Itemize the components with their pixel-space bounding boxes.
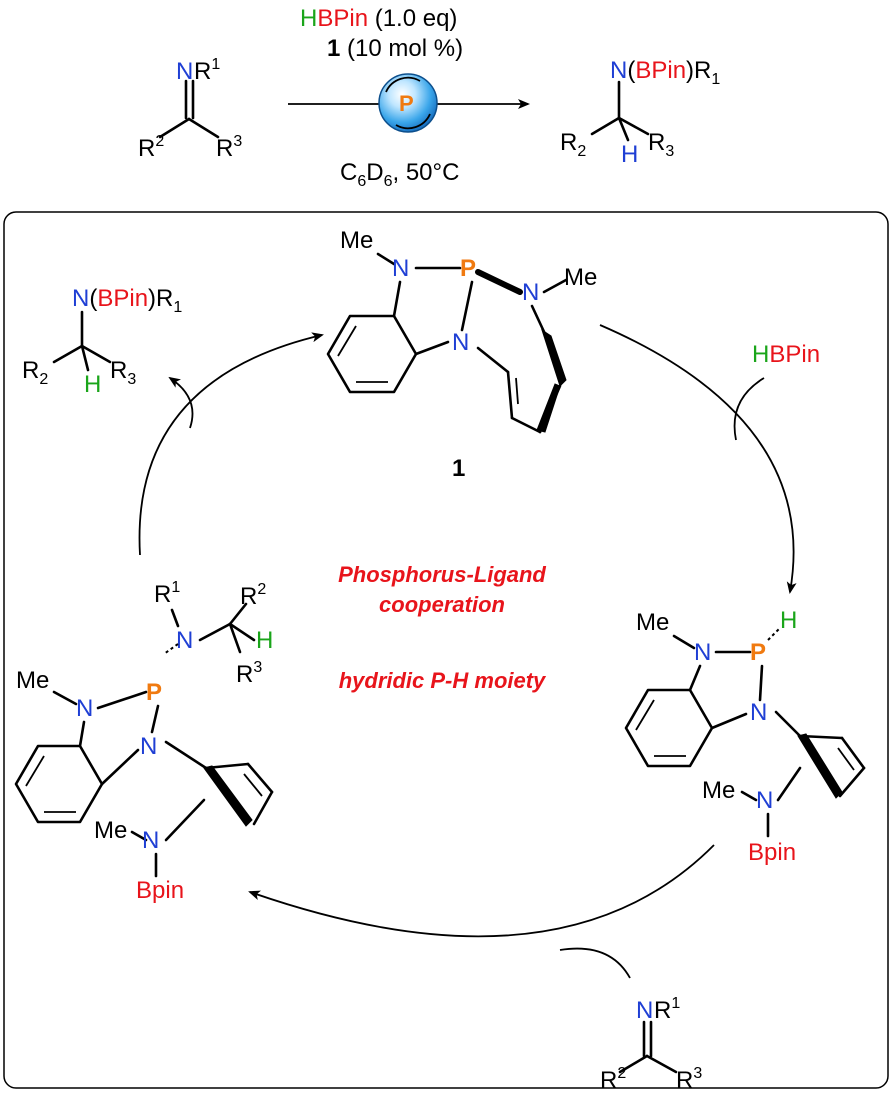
- svg-text:Me: Me: [94, 817, 127, 844]
- svg-text:P: P: [399, 91, 414, 116]
- svg-text:Me: Me: [16, 667, 49, 694]
- center-line-2: cooperation: [379, 592, 505, 617]
- svg-text:R1: R1: [654, 995, 680, 1024]
- svg-text:N(BPin)R1: N(BPin)R1: [72, 285, 182, 316]
- svg-text:N: N: [76, 695, 93, 722]
- top-reaction: HBPin (1.0 eq) 1 (10 mol %) P C6D6, 50°C…: [138, 5, 720, 190]
- svg-text:R1: R1: [154, 579, 180, 608]
- svg-text:N: N: [522, 279, 539, 306]
- svg-text:R2: R2: [22, 357, 48, 388]
- svg-text:R3: R3: [216, 133, 242, 162]
- svg-text:Me: Me: [636, 609, 669, 636]
- svg-text:H: H: [256, 627, 273, 654]
- svg-text:R3: R3: [648, 129, 674, 160]
- svg-text:Me: Me: [340, 227, 373, 254]
- hbpin-entry-arrow: [733, 377, 765, 441]
- reagent-catalyst-loading: 1 (10 mol %): [327, 35, 463, 62]
- svg-text:Bpin: Bpin: [748, 839, 796, 866]
- svg-text:N(BPin)R1: N(BPin)R1: [610, 57, 720, 88]
- svg-text:R2: R2: [600, 1065, 626, 1094]
- cycle-product-amine: N(BPin)R1 R2 H R3: [22, 285, 182, 398]
- svg-text:R2: R2: [560, 129, 586, 160]
- hbpin-reagent: HBPin: [752, 341, 820, 368]
- cycle-imine-substrate: N R1 R2 R3: [600, 995, 702, 1094]
- cycle-arrow-left: [138, 332, 324, 556]
- catalyst-1-structure: Me N P N Me N 1: [326, 227, 597, 482]
- svg-text:N: N: [140, 733, 157, 760]
- svg-text:H: H: [84, 371, 101, 398]
- svg-text:N: N: [392, 255, 409, 282]
- substrate-imine: N R1 R2 R3: [138, 56, 242, 162]
- product-amine: N(BPin)R1 R2 H R3: [560, 57, 720, 168]
- phosphorus-hydride-intermediate: Me N P H N Me N Bpin: [624, 607, 866, 866]
- cycle-arrow-bottom: [248, 844, 715, 938]
- svg-text:R2: R2: [138, 133, 164, 162]
- svg-text:N: N: [142, 827, 159, 854]
- cycle-center-text: Phosphorus-Ligand cooperation hydridic P…: [338, 562, 547, 693]
- svg-text:R3: R3: [110, 357, 136, 388]
- cycle-frame: [3, 211, 889, 1089]
- svg-text:P: P: [460, 255, 476, 282]
- svg-text:R2: R2: [240, 581, 266, 610]
- svg-text:Me: Me: [702, 777, 735, 804]
- svg-text:P: P: [750, 639, 766, 666]
- svg-text:1: 1: [452, 455, 465, 482]
- svg-text:N: N: [694, 639, 711, 666]
- svg-text:N: N: [750, 699, 767, 726]
- center-line-1: Phosphorus-Ligand: [338, 562, 546, 587]
- svg-text:N: N: [756, 787, 773, 814]
- svg-text:P: P: [146, 679, 162, 706]
- cycle-arrow-right: [599, 324, 797, 594]
- svg-text:N: N: [636, 997, 653, 1024]
- reaction-conditions: C6D6, 50°C: [340, 159, 459, 190]
- svg-text:Me: Me: [564, 264, 597, 291]
- svg-text:H: H: [621, 141, 638, 168]
- phosphorus-catalyst-icon: P: [378, 73, 438, 133]
- aminophosphine-intermediate: R1 N R2 H R3 Me N P N Me N Bpin: [14, 579, 273, 904]
- imine-entry-arrow: [559, 947, 631, 979]
- svg-text:H: H: [780, 607, 797, 634]
- svg-text:N: N: [176, 58, 193, 85]
- svg-text:R3: R3: [676, 1065, 702, 1094]
- svg-text:R1: R1: [194, 56, 220, 85]
- product-exit-arrow: [168, 376, 194, 429]
- reagent-hbpin: HBPin (1.0 eq): [300, 5, 457, 32]
- svg-text:N: N: [452, 329, 469, 356]
- svg-text:Bpin: Bpin: [136, 877, 184, 904]
- center-line-3: hydridic P-H moiety: [339, 668, 547, 693]
- svg-text:R3: R3: [236, 659, 262, 688]
- svg-text:N: N: [176, 627, 193, 654]
